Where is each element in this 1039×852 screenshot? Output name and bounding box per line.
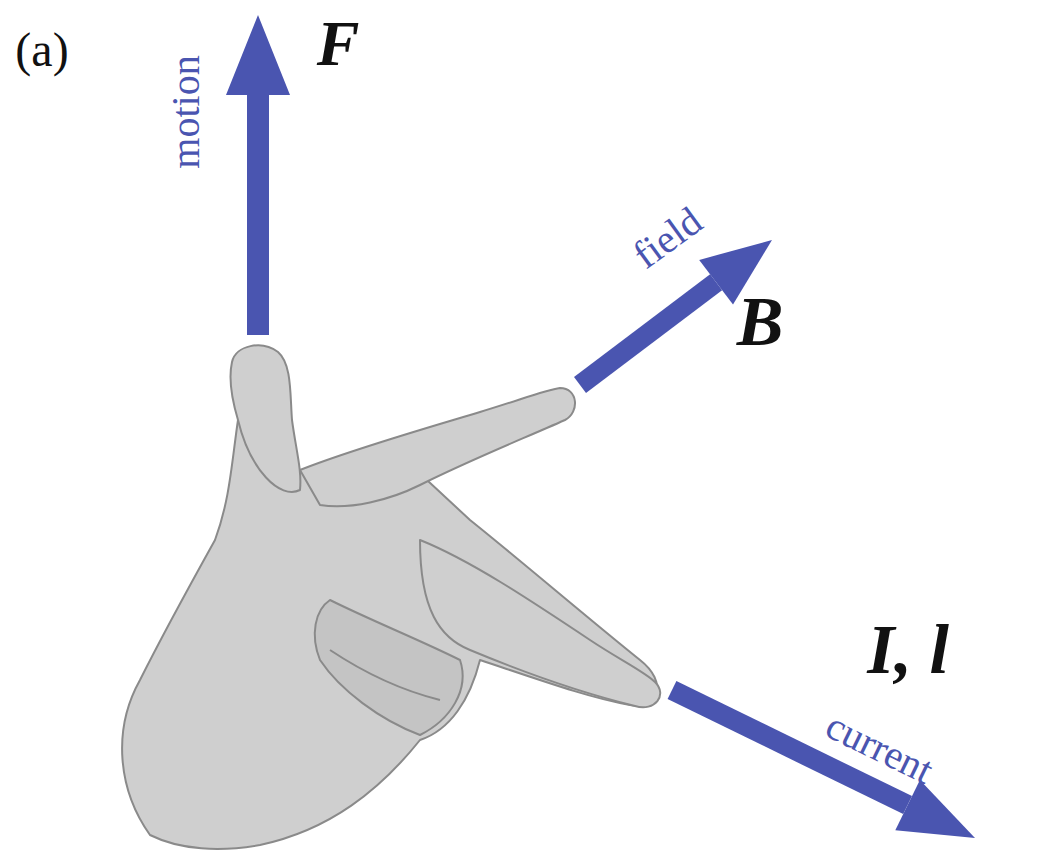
field-label-holder: field	[627, 200, 710, 275]
index-finger	[300, 388, 575, 506]
panel-letter: (a)	[15, 26, 68, 74]
force-symbol: F	[317, 12, 360, 76]
thumb	[230, 345, 300, 492]
current-symbol-holder: I, l	[867, 615, 949, 685]
field-arrow-shaft	[574, 274, 722, 393]
field-symbol: B	[737, 287, 784, 357]
force-symbol-holder: F	[317, 12, 360, 76]
field-label: field	[627, 200, 710, 275]
knuckle-crease	[330, 650, 440, 700]
current-arrow-head	[895, 780, 975, 838]
force-arrow-shaft	[247, 90, 269, 335]
current-symbol: I, l	[867, 615, 949, 685]
hand	[122, 345, 660, 848]
folded-fingers	[315, 600, 463, 735]
motion-label-holder: motion	[166, 55, 206, 168]
field-symbol-holder: B	[737, 287, 784, 357]
arrows	[226, 15, 975, 838]
force-arrow-head	[226, 15, 290, 95]
motion-label: motion	[166, 55, 206, 168]
panel-letter-holder: (a)	[15, 26, 68, 74]
